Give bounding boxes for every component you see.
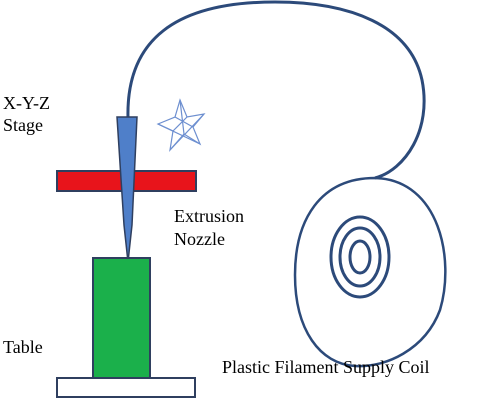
coil-label: Plastic Filament Supply Coil (222, 357, 430, 377)
stage-label-line2: Stage (3, 115, 43, 135)
star-burst-icon (156, 98, 206, 152)
table-label: Table (3, 337, 43, 357)
table-base (56, 377, 196, 398)
filament-line (126, 0, 426, 180)
printed-object-column (92, 257, 151, 379)
stage-label-line1: X-Y-Z (3, 93, 50, 113)
coil-outer-loop (293, 176, 447, 368)
nozzle-label-line2: Nozzle (174, 229, 225, 249)
coil-ring-outer (329, 215, 391, 299)
extrusion-nozzle (116, 116, 138, 263)
supply-coil (293, 176, 447, 368)
nozzle-label-line1: Extrusion (174, 206, 244, 226)
coil-ring-middle (338, 226, 382, 288)
coil-ring-inner (348, 239, 372, 275)
